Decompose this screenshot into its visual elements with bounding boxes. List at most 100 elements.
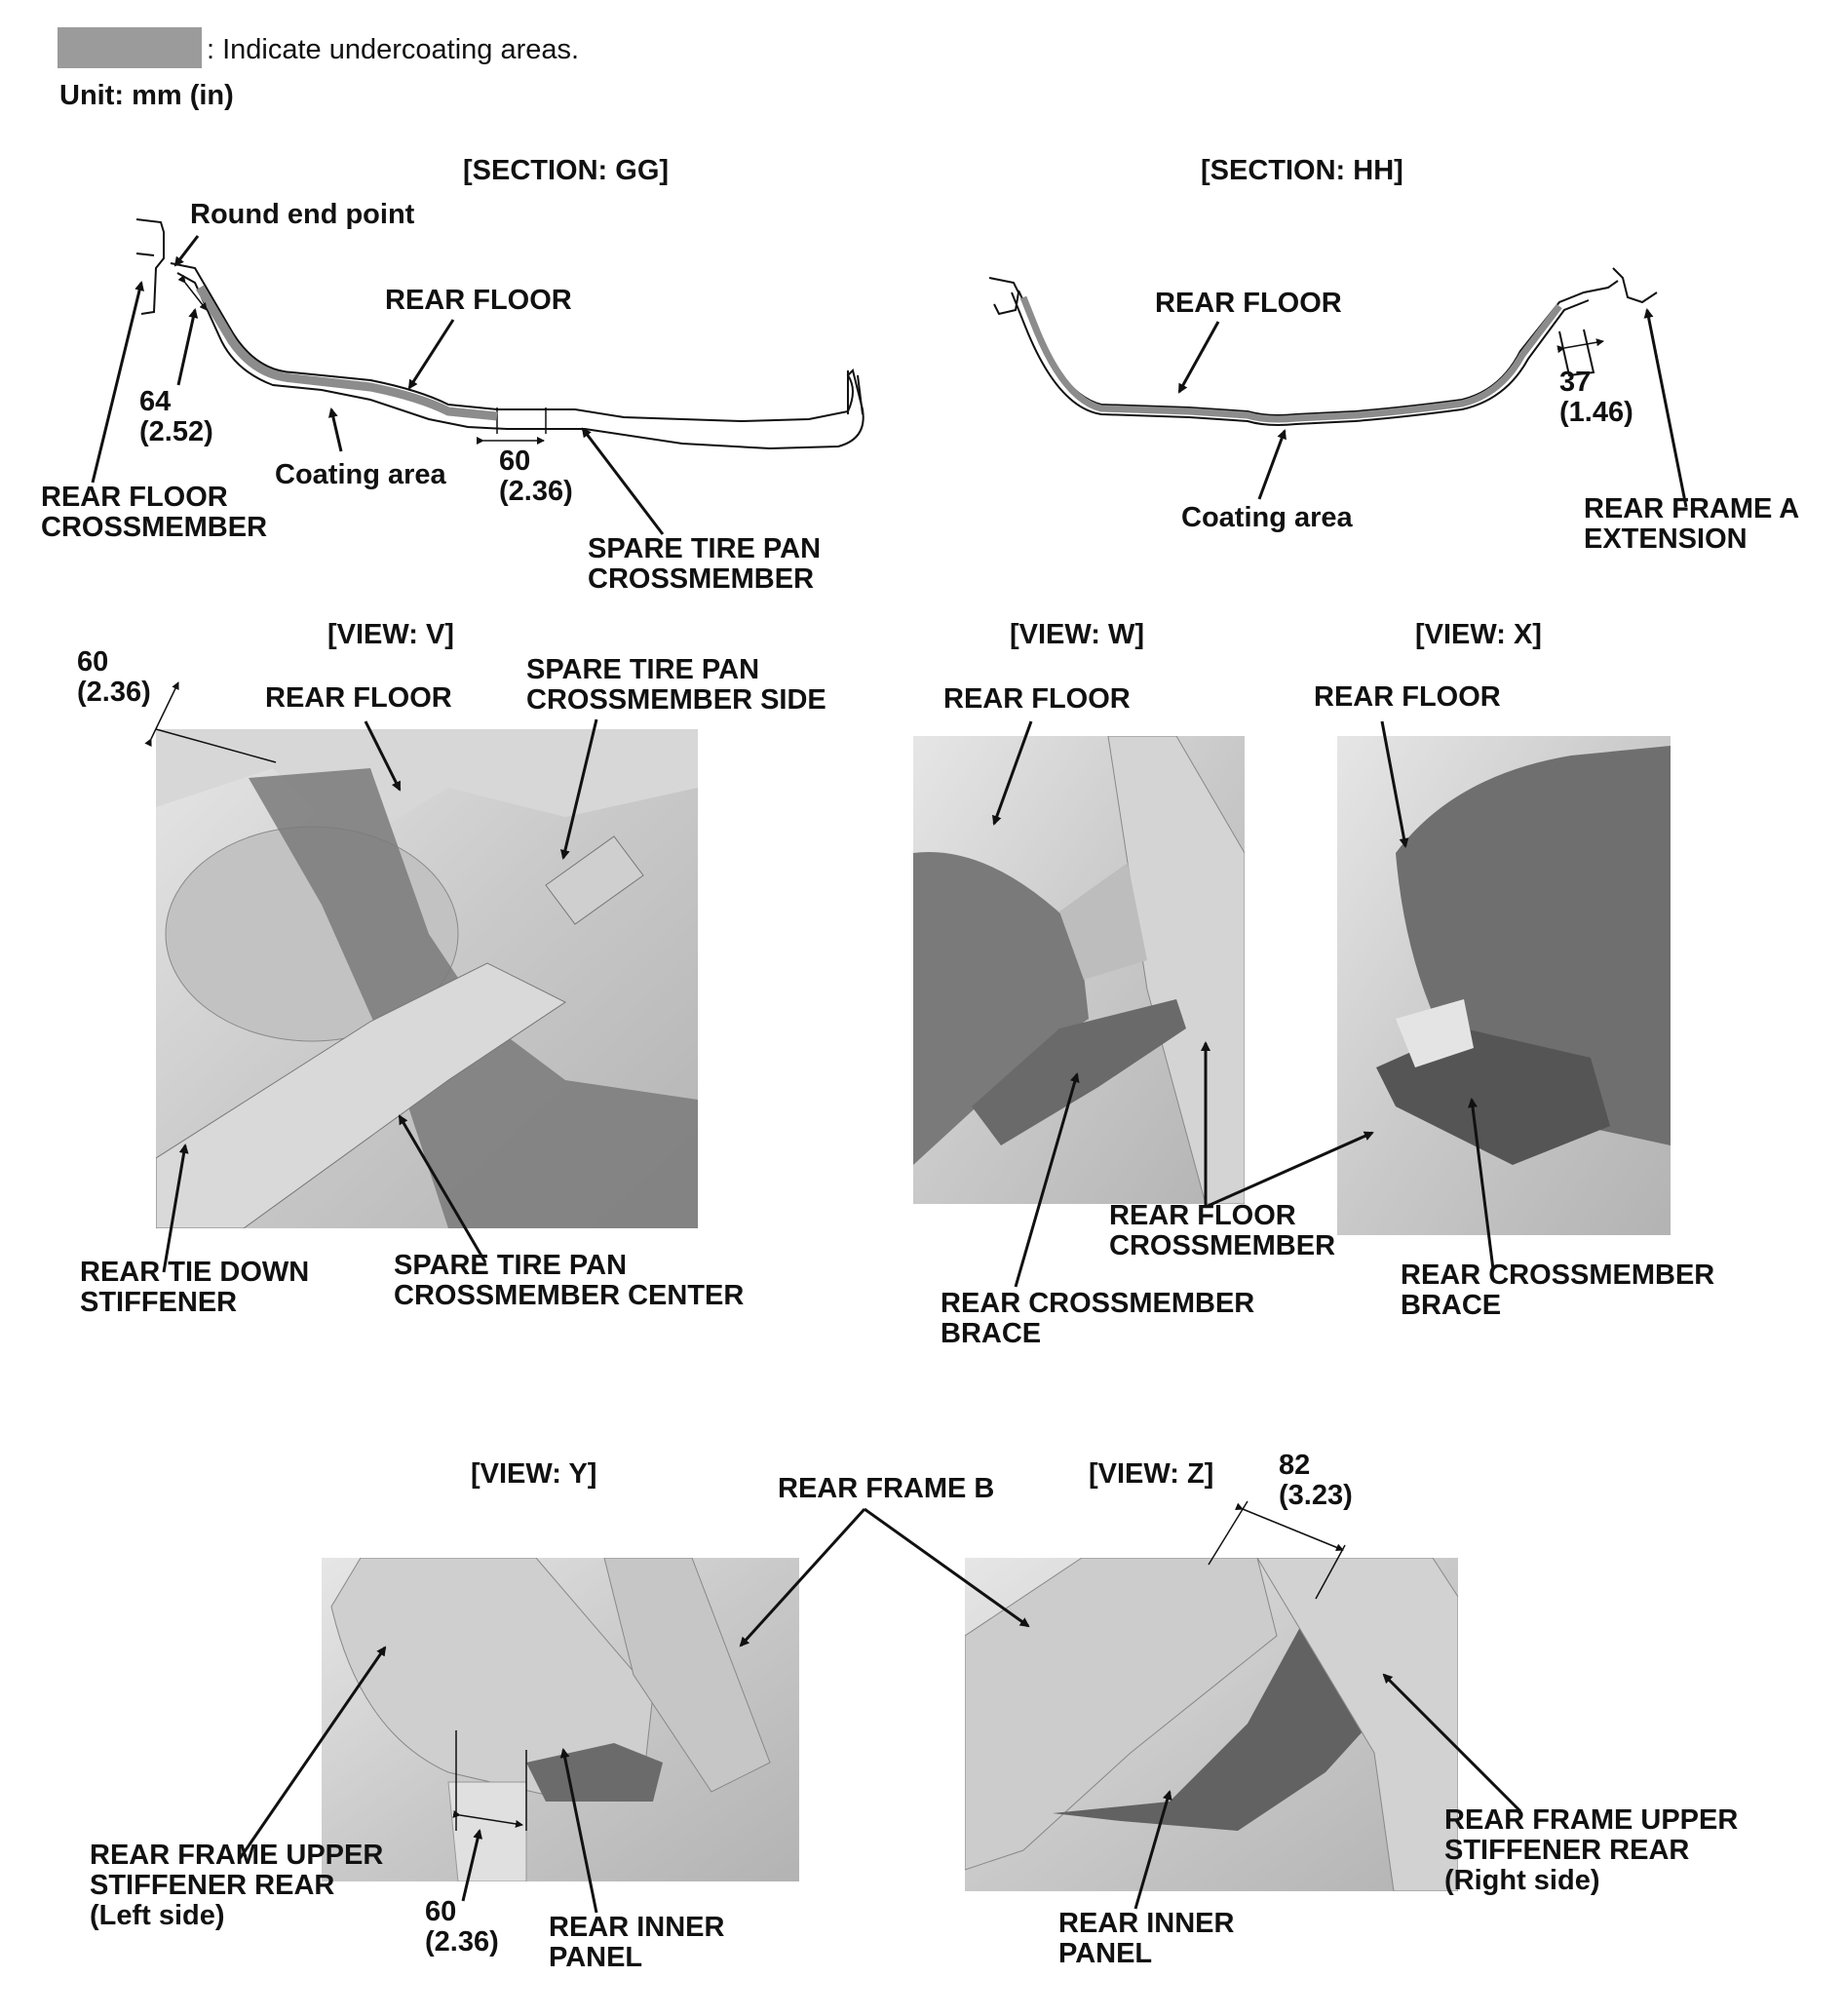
gg-rear-floor-label: REAR FLOOR [385, 285, 572, 316]
hh-rear-frame-a-arrow [1643, 308, 1688, 508]
view-x-rcb-line2: BRACE [1401, 1290, 1502, 1321]
view-wx-crossmember-label: REAR FLOOR CROSSMEMBER [1109, 1201, 1335, 1261]
view-x-illustration [1337, 736, 1671, 1235]
view-z-rip-line1: REAR INNER [1058, 1908, 1235, 1939]
view-y-inner-panel-arrow [559, 1748, 598, 1914]
view-v-tie-down-label: REAR TIE DOWN STIFFENER [80, 1258, 309, 1318]
gg-round-end-label: Round end point [190, 199, 415, 230]
hh-rear-floor-arrow [1177, 321, 1220, 394]
view-y-frame-b-arrow [739, 1507, 866, 1648]
view-z-dim-in: (3.23) [1279, 1480, 1353, 1511]
section-hh-coating-band [1019, 295, 1562, 423]
gg-coating-arrow [327, 407, 343, 452]
view-w-illustration [913, 736, 1245, 1204]
view-y-title: [VIEW: Y] [471, 1458, 597, 1490]
rear-frame-b-label: REAR FRAME B [778, 1473, 995, 1504]
view-y-dim: 60 (2.36) [425, 1897, 499, 1958]
view-z-dim-ext-2 [1315, 1544, 1346, 1600]
hh-dim-37-line [1556, 338, 1604, 354]
view-z-dim-ext-1 [1208, 1500, 1249, 1566]
view-v-center-arrow [398, 1114, 487, 1263]
section-hh-title: [SECTION: HH] [1201, 155, 1403, 186]
view-w-title: [VIEW: W] [1010, 619, 1144, 650]
gg-rear-floor-crossmember-arrow [91, 281, 144, 484]
view-y-stiffener-label: REAR FRAME UPPER STIFFENER REAR (Left si… [90, 1841, 383, 1931]
view-w-brace-label: REAR CROSSMEMBER BRACE [941, 1289, 1254, 1349]
gg-stpc-line1: SPARE TIRE PAN [588, 533, 822, 564]
view-z-rip-line2: PANEL [1058, 1938, 1153, 1969]
section-gg-profile [135, 218, 864, 450]
hh-dim-37-mm: 37 [1559, 367, 1592, 398]
view-w-rcb-line1: REAR CROSSMEMBER [941, 1288, 1255, 1319]
view-v-dim: 60 (2.36) [77, 647, 151, 708]
view-v-side-arrow [560, 718, 598, 860]
section-gg-title: [SECTION: GG] [463, 155, 670, 186]
gg-rfc-line1: REAR FLOOR [41, 482, 228, 513]
legend-text: : Indicate undercoating areas. [207, 34, 580, 65]
view-z-title: [VIEW: Z] [1089, 1458, 1214, 1490]
view-y-rfus-line2: STIFFENER REAR [90, 1870, 335, 1901]
hh-rfa-line1: REAR FRAME A [1584, 493, 1800, 524]
gg-rear-floor-crossmember-label: REAR FLOOR CROSSMEMBER [41, 483, 267, 543]
view-v-stps-line1: SPARE TIRE PAN [526, 654, 760, 685]
gg-dim-64-line [177, 275, 208, 311]
view-w-rcb-line2: BRACE [941, 1318, 1042, 1349]
view-z-rfus-line2: STIFFENER REAR [1444, 1835, 1690, 1866]
view-wx-rfc-line1: REAR FLOOR [1109, 1200, 1296, 1231]
view-x-rear-floor-label: REAR FLOOR [1314, 681, 1501, 713]
view-x-rcb-line1: REAR CROSSMEMBER [1401, 1260, 1715, 1291]
view-y-rip-line2: PANEL [549, 1942, 643, 1973]
view-v-stps-line2: CROSSMEMBER SIDE [526, 684, 826, 716]
gg-dim-64-mm: 64 [139, 386, 172, 417]
view-z-inner-panel-arrow [1133, 1790, 1172, 1910]
view-z-dim-mm: 82 [1279, 1450, 1311, 1481]
hh-dim-37: 37 (1.46) [1559, 368, 1633, 428]
gg-rfc-line2: CROSSMEMBER [41, 512, 268, 543]
view-x-crossmember-arrow [1205, 1131, 1374, 1209]
hh-rear-floor-label: REAR FLOOR [1155, 288, 1342, 319]
view-y-dim-mm: 60 [425, 1896, 457, 1927]
gg-dim-60: 60 (2.36) [499, 446, 573, 507]
gg-dim-64: 64 (2.52) [139, 387, 213, 447]
view-v-dim-in: (2.36) [77, 677, 151, 708]
view-w-rear-floor-arrow [992, 720, 1033, 826]
view-x-brace-label: REAR CROSSMEMBER BRACE [1401, 1260, 1714, 1321]
view-z-rfus-line3: (Right side) [1444, 1865, 1600, 1896]
view-v-rtd-line2: STIFFENER [80, 1287, 238, 1318]
hh-coating-label: Coating area [1181, 502, 1353, 533]
view-x-title: [VIEW: X] [1415, 619, 1542, 650]
gg-stpc-line2: CROSSMEMBER [588, 563, 815, 595]
view-v-title: [VIEW: V] [327, 619, 454, 650]
view-y-inner-panel-label: REAR INNER PANEL [549, 1913, 724, 1973]
view-y-dim-arrow [461, 1829, 483, 1902]
gg-spare-tire-pan-arrow [581, 427, 665, 535]
view-wx-rfc-line2: CROSSMEMBER [1109, 1230, 1336, 1261]
view-z-rfus-line1: REAR FRAME UPPER [1444, 1804, 1739, 1836]
view-v-dim-mm: 60 [77, 646, 109, 678]
view-y-stiffener-arrow [237, 1646, 387, 1861]
view-v-rtd-line1: REAR TIE DOWN [80, 1257, 310, 1288]
hh-rear-frame-a-label: REAR FRAME A EXTENSION [1584, 494, 1799, 555]
gg-round-end-arrow [173, 235, 200, 267]
view-z-frame-b-arrow [864, 1507, 1030, 1628]
gg-dim-64-in: (2.52) [139, 416, 213, 447]
view-y-rfus-line3: (Left side) [90, 1900, 225, 1931]
gg-dim-60-in: (2.36) [499, 476, 573, 507]
view-y-dim-line [452, 1809, 523, 1828]
view-z-dim-line [1235, 1502, 1344, 1552]
gg-rear-floor-arrow [407, 319, 455, 390]
view-w-rear-floor-label: REAR FLOOR [943, 683, 1131, 715]
view-z-stiffener-label: REAR FRAME UPPER STIFFENER REAR (Right s… [1444, 1805, 1738, 1896]
view-w-brace-arrow [1014, 1072, 1080, 1288]
hh-coating-arrow [1257, 429, 1287, 500]
view-y-illustration [322, 1558, 799, 1881]
view-v-center-label: SPARE TIRE PAN CROSSMEMBER CENTER [394, 1251, 744, 1311]
view-v-rear-floor-label: REAR FLOOR [265, 682, 452, 714]
view-z-inner-panel-label: REAR INNER PANEL [1058, 1909, 1234, 1969]
gg-dim-60-mm: 60 [499, 446, 531, 477]
